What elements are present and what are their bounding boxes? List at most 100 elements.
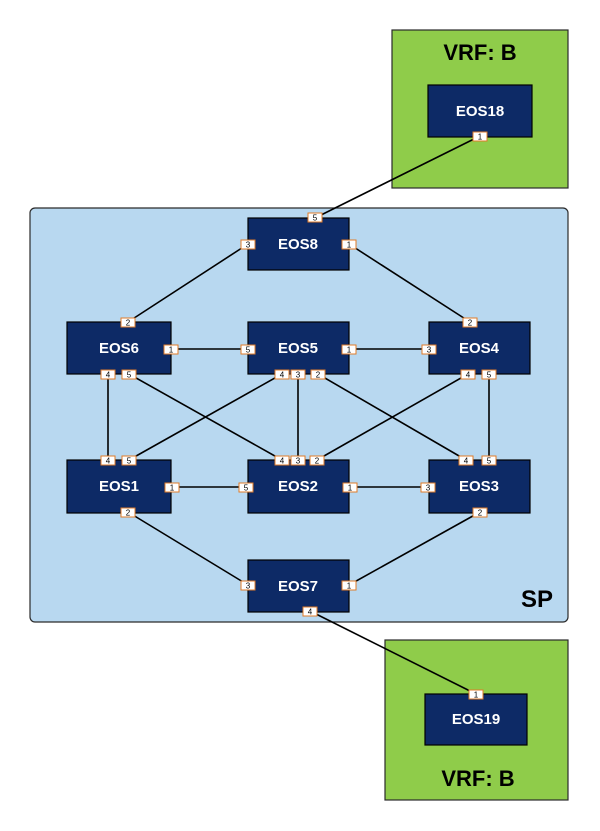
link-eos1-eos7: [127, 511, 249, 586]
port-eos3-4: 4: [458, 455, 474, 466]
port-eos4-4: 4: [460, 369, 476, 380]
port-eos8-1-label: 1: [347, 241, 352, 250]
port-eos5-2-label: 2: [316, 371, 321, 380]
ports: 1 5 3 2 1 2 1 5 1 3 4 4 5 4 4 5 3 3 2 4 …: [100, 131, 497, 700]
port-eos6-1-label: 1: [169, 346, 174, 355]
port-eos2-4-label: 4: [280, 457, 285, 466]
port-eos3-2: 2: [472, 507, 488, 518]
port-eos4-3-label: 3: [427, 346, 432, 355]
port-eos5-5-label: 5: [246, 346, 251, 355]
node-eos7[interactable]: EOS7: [247, 559, 350, 613]
port-eos2-3: 3: [290, 455, 306, 466]
port-eos2-4: 4: [274, 455, 290, 466]
link-eos18-eos8: [314, 135, 481, 219]
node-eos8[interactable]: EOS8: [247, 217, 350, 271]
port-eos2-1-label: 1: [348, 484, 353, 493]
node-eos18-label: EOS18: [456, 103, 504, 120]
port-eos1-2-label: 2: [126, 509, 131, 518]
port-eos3-5-label: 5: [487, 457, 492, 466]
port-eos6-2-label: 2: [126, 319, 131, 328]
node-eos4-label: EOS4: [459, 340, 500, 357]
port-eos19-1-label: 1: [474, 691, 479, 700]
port-eos1-5: 5: [121, 455, 137, 466]
port-eos6-2: 2: [120, 317, 136, 328]
node-eos6-label: EOS6: [99, 340, 139, 357]
sp-region: [29, 207, 569, 623]
port-eos1-1-label: 1: [170, 484, 175, 493]
port-eos4-2-label: 2: [468, 319, 473, 328]
port-eos2-3-label: 3: [296, 457, 301, 466]
links: [107, 135, 490, 695]
port-eos4-5: 5: [481, 369, 497, 380]
port-eos5-3-label: 3: [296, 371, 301, 380]
port-eos7-4: 4: [302, 606, 318, 617]
link-eos7-eos19: [309, 610, 477, 695]
port-eos4-2: 2: [462, 317, 478, 328]
port-eos2-2-label: 2: [315, 457, 320, 466]
port-eos5-5: 5: [240, 344, 256, 355]
port-eos7-1: 1: [341, 580, 357, 591]
node-eos2-label: EOS2: [278, 478, 318, 495]
node-eos2[interactable]: EOS2: [247, 459, 350, 514]
port-eos7-1-label: 1: [347, 582, 352, 591]
port-eos18-1: 1: [472, 131, 488, 142]
link-eos8-eos6: [127, 243, 249, 323]
port-eos3-2-label: 2: [478, 509, 483, 518]
port-eos7-3-label: 3: [246, 582, 251, 591]
node-eos19[interactable]: EOS19: [424, 693, 528, 746]
node-eos3[interactable]: EOS3: [428, 459, 531, 514]
port-eos6-4: 4: [100, 369, 116, 380]
port-eos4-4-label: 4: [466, 371, 471, 380]
port-eos3-3-label: 3: [426, 484, 431, 493]
port-eos6-5: 5: [121, 369, 137, 380]
port-eos5-3: 3: [290, 369, 306, 380]
link-eos5-eos1: [128, 373, 283, 461]
port-eos2-5-label: 5: [244, 484, 249, 493]
node-eos1-label: EOS1: [99, 478, 139, 495]
vrf-b-bottom-label: VRF: B: [441, 766, 514, 791]
port-eos5-1-label: 1: [347, 346, 352, 355]
node-eos6[interactable]: EOS6: [66, 321, 172, 375]
port-eos5-1: 1: [341, 344, 357, 355]
port-eos8-3: 3: [240, 239, 256, 250]
port-eos1-4: 4: [100, 455, 116, 466]
port-eos5-4-label: 4: [280, 371, 285, 380]
port-eos8-3-label: 3: [246, 241, 251, 250]
node-eos7-label: EOS7: [278, 578, 318, 595]
port-eos7-3: 3: [240, 580, 256, 591]
node-eos8-label: EOS8: [278, 236, 318, 253]
port-eos8-5: 5: [307, 212, 323, 223]
node-eos4[interactable]: EOS4: [428, 321, 531, 375]
link-eos3-eos7: [348, 511, 481, 586]
node-eos18[interactable]: EOS18: [427, 84, 533, 138]
node-eos1[interactable]: EOS1: [66, 459, 172, 514]
port-eos5-2: 2: [310, 369, 326, 380]
node-eos5-label: EOS5: [278, 340, 318, 357]
port-eos1-2: 2: [120, 507, 136, 518]
port-eos3-4-label: 4: [464, 457, 469, 466]
port-eos4-3: 3: [421, 344, 437, 355]
link-eos8-eos4: [348, 243, 471, 323]
node-eos5[interactable]: EOS5: [247, 321, 350, 375]
port-eos5-4: 4: [274, 369, 290, 380]
link-eos4-eos2: [316, 373, 469, 461]
port-eos1-5-label: 5: [127, 457, 132, 466]
vrf-b-top-label: VRF: B: [443, 40, 516, 65]
port-eos8-5-label: 5: [313, 214, 318, 223]
port-eos6-4-label: 4: [106, 371, 111, 380]
node-eos3-label: EOS3: [459, 478, 499, 495]
port-eos2-5: 5: [238, 482, 254, 493]
port-eos1-4-label: 4: [106, 457, 111, 466]
port-eos3-5: 5: [481, 455, 497, 466]
port-eos6-1: 1: [163, 344, 179, 355]
port-eos2-2: 2: [309, 455, 325, 466]
sp-label: SP: [521, 586, 553, 613]
port-eos3-3: 3: [420, 482, 436, 493]
port-eos8-1: 1: [341, 239, 357, 250]
port-eos6-5-label: 5: [127, 371, 132, 380]
port-eos2-1: 1: [342, 482, 358, 493]
port-eos4-5-label: 5: [487, 371, 492, 380]
port-eos19-1: 1: [468, 689, 484, 700]
port-eos7-4-label: 4: [308, 608, 313, 617]
